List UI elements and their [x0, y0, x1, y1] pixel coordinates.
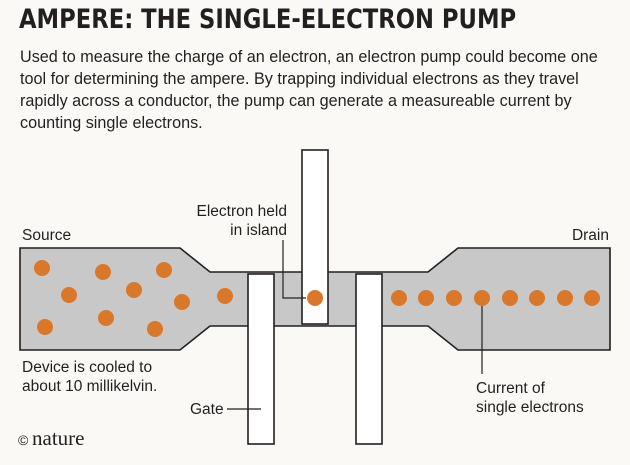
- electron: [147, 321, 163, 337]
- copyright-symbol: ©: [18, 432, 29, 448]
- island-leader-line: [282, 240, 306, 299]
- electron: [37, 319, 53, 335]
- island-label-line1: Electron held: [197, 203, 287, 220]
- electron: [557, 290, 573, 306]
- electron: [474, 290, 490, 306]
- cooled-label-line1: Device is cooled to: [22, 359, 152, 376]
- drain-label: Drain: [572, 227, 609, 244]
- electron: [61, 287, 77, 303]
- gate-label: Gate: [190, 401, 224, 418]
- gate-electrode-right: [355, 273, 383, 445]
- electron: [217, 288, 233, 304]
- island-electron: [307, 290, 323, 306]
- electron: [156, 262, 172, 278]
- drain-electrons: [391, 290, 600, 306]
- figure-title: AMPERE: THE SINGLE-ELECTRON PUMP: [19, 4, 517, 35]
- electron: [584, 290, 600, 306]
- current-label-line2: single electrons: [476, 399, 584, 416]
- gate-electrode-top: [301, 149, 329, 325]
- electron: [174, 294, 190, 310]
- electron: [98, 310, 114, 326]
- figure-description: Used to measure the charge of an electro…: [20, 48, 598, 132]
- gate-electrode-left: [247, 273, 275, 445]
- island-label-line2: in island: [230, 222, 287, 239]
- nature-logo: nature: [32, 426, 84, 450]
- electron: [502, 290, 518, 306]
- electron: [95, 264, 111, 280]
- current-label-line1: Current of: [476, 380, 546, 397]
- source-label: Source: [22, 227, 71, 244]
- electron: [126, 282, 142, 298]
- cooled-label-line2: about 10 millikelvin.: [22, 378, 157, 395]
- electron: [529, 290, 545, 306]
- electron: [391, 290, 407, 306]
- electron: [446, 290, 462, 306]
- source-electrons: [34, 260, 233, 337]
- electron: [34, 260, 50, 276]
- electron: [418, 290, 434, 306]
